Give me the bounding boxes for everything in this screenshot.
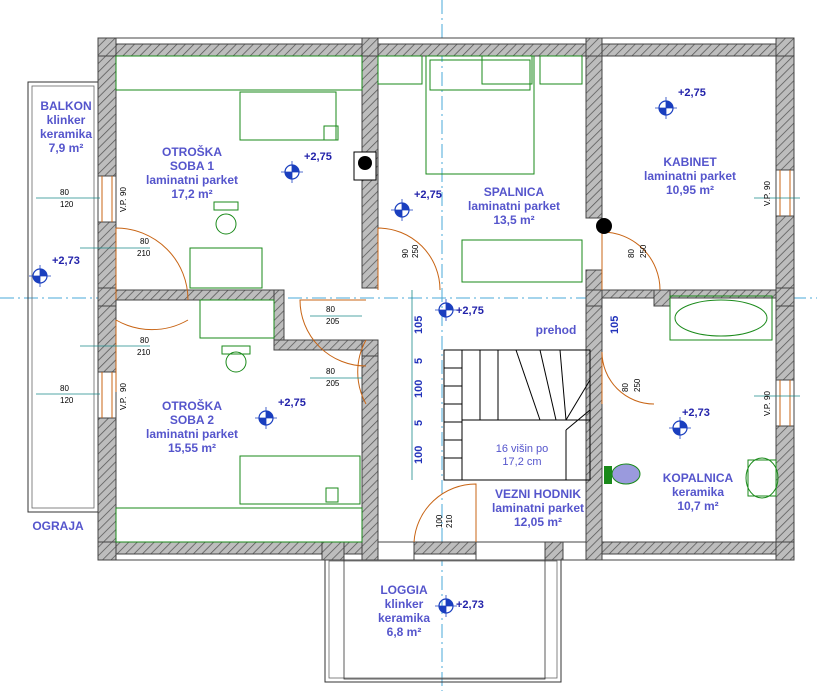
dim-vp-c: V.P.	[763, 193, 772, 206]
room-spalnica-area: 13,5 m²	[493, 213, 534, 227]
stairs-line1: 16 višin po	[496, 443, 549, 455]
room-loggia-area: 6,8 m²	[387, 625, 422, 639]
room-balkon-area: 7,9 m²	[49, 141, 84, 155]
bdim-100-a: 100	[413, 380, 425, 398]
dim-80-b: 80	[60, 384, 69, 393]
dim-80-c: 80	[140, 237, 149, 246]
room-kabinet-finish: laminatni parket	[644, 169, 736, 183]
dim-250-g: 250	[639, 244, 648, 258]
dim-250-h: 250	[633, 378, 642, 392]
dim-120-b: 120	[60, 396, 74, 405]
dim-80-e: 80	[326, 305, 335, 314]
room-kopalnica-area: 10,7 m²	[677, 499, 718, 513]
furniture	[115, 55, 779, 543]
room-balkon-finish2: keramika	[40, 127, 92, 141]
room-vezni-name: VEZNI HODNIK	[495, 487, 581, 501]
room-otroska1-area: 17,2 m²	[171, 187, 212, 201]
level-label-8: +2,73	[456, 599, 484, 611]
room-vezni-finish: laminatni parket	[492, 501, 584, 515]
dim-80-h: 80	[621, 383, 630, 392]
bdim-5-b: 5	[413, 420, 425, 426]
room-spalnica-name: SPALNICA	[484, 185, 545, 199]
room-otroska2-finish: laminatni parket	[146, 427, 238, 441]
dim-210-c: 210	[137, 249, 151, 258]
dim-210-i: 210	[445, 514, 454, 528]
room-loggia-name: LOGGIA	[380, 583, 428, 597]
label-ograja: OGRAJA	[32, 519, 84, 533]
dim-120-a: 120	[60, 200, 74, 209]
dim-90-b: 90	[119, 383, 128, 392]
dim-250-e: 250	[411, 244, 420, 258]
dim-90-c: 90	[763, 181, 772, 190]
stairs-line2: 17,2 cm	[502, 456, 541, 468]
dim-205-f: 205	[326, 379, 340, 388]
dim-100-i: 100	[435, 514, 444, 528]
dim-vp-d: V.P.	[763, 403, 772, 416]
room-loggia-finish2: keramika	[378, 611, 430, 625]
dim-90-d: 90	[763, 391, 772, 400]
dim-80-d: 80	[140, 336, 149, 345]
dim-80-g: 80	[627, 249, 636, 258]
room-kopalnica-finish: keramika	[672, 485, 724, 499]
dim-90-e: 90	[401, 249, 410, 258]
level-label-5: +2,75	[456, 305, 484, 317]
room-otroska1-name: OTROŠKA	[162, 144, 222, 159]
room-otroska1-finish: laminatni parket	[146, 173, 238, 187]
room-otroska2-name2: SOBA 2	[170, 413, 215, 427]
room-spalnica-finish: laminatni parket	[468, 199, 560, 213]
dim-80-a: 80	[60, 188, 69, 197]
room-kabinet-name: KABINET	[663, 155, 717, 169]
room-kabinet-area: 10,95 m²	[666, 183, 714, 197]
bdim-105-b: 105	[609, 316, 621, 334]
dim-210-d: 210	[137, 348, 151, 357]
room-otroska1-name2: SOBA 1	[170, 159, 215, 173]
level-label-2: +2,75	[414, 189, 442, 201]
room-vezni-area: 12,05 m²	[514, 515, 562, 529]
room-balkon-name: BALKON	[40, 99, 91, 113]
level-label-6: +2,75	[278, 397, 306, 409]
level-label-3: +2,75	[678, 87, 706, 99]
bdim-105-a: 105	[413, 316, 425, 334]
dim-80-f: 80	[326, 367, 335, 376]
dim-vp-a: V.P.	[119, 199, 128, 212]
level-label-7: +2,73	[682, 407, 710, 419]
dim-90-a: 90	[119, 187, 128, 196]
room-loggia-finish: klinker	[385, 597, 424, 611]
bdim-5-a: 5	[413, 358, 425, 364]
bdim-100-b: 100	[413, 446, 425, 464]
room-prehod-name: prehod	[536, 323, 577, 337]
level-label-4: +2,73	[52, 255, 80, 267]
loggia-floor	[324, 556, 562, 683]
room-otroska2-area: 15,55 m²	[168, 441, 216, 455]
dim-vp-b: V.P.	[119, 397, 128, 410]
room-kopalnica-name: KOPALNICA	[663, 471, 734, 485]
room-balkon-finish: klinker	[47, 113, 86, 127]
dim-205-e: 205	[326, 317, 340, 326]
level-label-1: +2,75	[304, 151, 332, 163]
staircase	[443, 349, 591, 481]
room-otroska2-name: OTROŠKA	[162, 398, 222, 413]
